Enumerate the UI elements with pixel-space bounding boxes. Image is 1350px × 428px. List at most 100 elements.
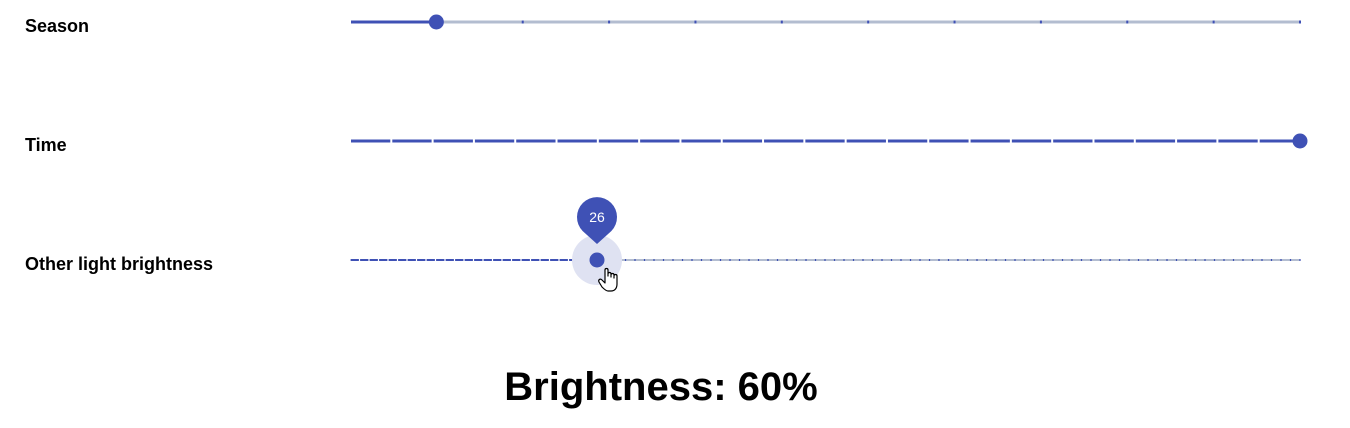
other-light-mark	[719, 259, 722, 261]
other-light-mark	[786, 259, 788, 261]
time-mark	[762, 139, 765, 143]
time-mark	[638, 139, 641, 143]
other-light-mark	[1251, 259, 1254, 261]
other-light-mark	[1042, 259, 1045, 261]
other-light-mark	[425, 259, 427, 261]
time-mark	[968, 139, 971, 143]
time-label: Time	[25, 135, 67, 155]
other-light-mark	[1109, 259, 1111, 261]
other-light-mark	[843, 259, 845, 261]
other-light-mark	[1128, 259, 1130, 261]
time-mark	[844, 139, 847, 143]
other-light-mark	[681, 259, 684, 261]
other-light-mark	[1242, 259, 1244, 261]
other-light-mark	[472, 259, 475, 261]
other-light-mark	[852, 259, 855, 261]
other-light-mark	[1080, 259, 1083, 261]
other-light-mark	[548, 259, 551, 261]
other-light-mark	[491, 259, 494, 261]
other-light-brightness-thumb[interactable]	[589, 252, 605, 268]
time-marks	[349, 139, 1301, 143]
other-light-mark	[1232, 259, 1235, 261]
time-thumb[interactable]	[1292, 133, 1308, 149]
time-mark	[1257, 139, 1260, 143]
time-mark	[472, 139, 475, 143]
other-light-mark	[881, 259, 883, 261]
other-light-brightness-slider[interactable]: 26	[349, 197, 1301, 292]
season-mark	[953, 20, 956, 24]
other-light-mark	[1166, 259, 1168, 261]
other-light-mark	[406, 259, 408, 261]
time-mark	[1175, 139, 1178, 143]
other-light-mark	[1289, 259, 1292, 261]
time-mark	[349, 139, 351, 143]
time-mark	[514, 139, 517, 143]
other-light-mark	[1090, 259, 1092, 261]
other-light-mark	[387, 259, 389, 261]
other-light-mark	[434, 259, 437, 261]
time-mark	[720, 139, 723, 143]
other-light-mark	[358, 259, 361, 261]
other-light-mark	[700, 259, 703, 261]
time-mark	[1092, 139, 1095, 143]
other-light-mark	[1204, 259, 1206, 261]
other-light-mark	[900, 259, 902, 261]
other-light-mark	[738, 259, 741, 261]
other-light-mark	[1147, 259, 1149, 261]
season-mark	[1126, 20, 1129, 24]
season-marks	[349, 20, 1301, 24]
time-mark	[1009, 139, 1012, 143]
other-light-mark	[995, 259, 997, 261]
other-light-mark	[463, 259, 465, 261]
time-mark	[596, 139, 599, 143]
other-light-mark	[1071, 259, 1073, 261]
time-mark	[1051, 139, 1054, 143]
other-light-mark	[795, 259, 798, 261]
time-mark	[431, 139, 434, 143]
hand-pointer-icon	[598, 267, 618, 292]
time-mark	[803, 139, 806, 143]
other-light-mark	[1023, 259, 1026, 261]
other-light-mark	[729, 259, 731, 261]
other-light-mark	[529, 259, 532, 261]
other-light-mark	[1004, 259, 1007, 261]
other-light-mark	[662, 259, 665, 261]
other-light-mark	[1223, 259, 1225, 261]
other-light-mark	[928, 259, 931, 261]
other-light-mark	[833, 259, 836, 261]
other-light-mark	[919, 259, 921, 261]
other-light-mark	[938, 259, 940, 261]
other-light-mark	[377, 259, 380, 261]
other-light-mark	[748, 259, 750, 261]
other-light-mark	[634, 259, 636, 261]
time-mark	[1216, 139, 1219, 143]
other-light-mark	[814, 259, 817, 261]
other-light-mark	[1185, 259, 1187, 261]
other-light-mark	[757, 259, 760, 261]
season-thumb[interactable]	[428, 14, 444, 30]
season-slider[interactable]	[349, 14, 1301, 30]
other-light-mark	[1061, 259, 1064, 261]
other-light-mark	[520, 259, 522, 261]
other-light-mark	[1175, 259, 1178, 261]
time-mark	[555, 139, 558, 143]
other-light-mark	[767, 259, 769, 261]
other-light-mark	[510, 259, 513, 261]
time-slider[interactable]	[349, 133, 1308, 149]
other-light-mark	[805, 259, 807, 261]
value-label-text: 26	[589, 209, 605, 225]
other-light-mark	[539, 259, 541, 261]
time-mark	[927, 139, 930, 143]
other-light-mark	[871, 259, 874, 261]
other-light-mark	[691, 259, 693, 261]
other-light-mark	[1156, 259, 1159, 261]
other-light-mark	[890, 259, 893, 261]
other-light-mark	[1270, 259, 1273, 261]
other-light-mark	[482, 259, 484, 261]
season-mark	[521, 20, 524, 24]
other-light-mark	[1052, 259, 1054, 261]
other-light-mark	[453, 259, 456, 261]
season-mark	[608, 20, 611, 24]
other-light-mark	[947, 259, 950, 261]
other-light-mark	[624, 259, 627, 261]
